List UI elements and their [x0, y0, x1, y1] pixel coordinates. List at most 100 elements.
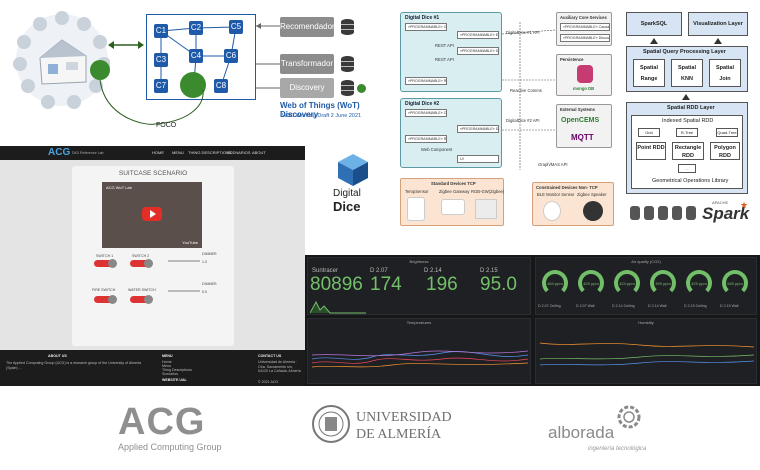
temperatures-title: Temperatures — [406, 320, 432, 325]
nav-thing-descriptions[interactable]: THING DESCRIPTIONS — [188, 150, 232, 155]
humidity-title: Humidity — [638, 320, 654, 325]
service-arrows — [256, 23, 280, 89]
footer-link-menu[interactable]: Menu — [162, 364, 171, 368]
cell-c7: C7 — [154, 79, 168, 93]
mongodb-label: mongo DB — [573, 86, 595, 91]
graph-api: Graph/MAS API — [538, 162, 568, 167]
standard-devices-box: Standard Devices TCP TempSensor Zigbee G… — [400, 178, 504, 226]
cons-zigbee-speaker: Zigbee Speaker — [577, 192, 607, 197]
aux-discovery: «PROGRAMMABLE» Discovery Service — [560, 34, 610, 42]
smart-home-illustration — [13, 11, 110, 109]
mqtt-logo: MQTT — [571, 133, 594, 142]
value-suntracer: 80896 — [310, 274, 363, 295]
gauge-5-label: D 2.15 Ceiling — [684, 304, 707, 308]
opencems-logo: OpenCEMS — [561, 117, 600, 124]
dimmer2-value: 0.0 — [202, 290, 207, 294]
site-brand-sub: DiGi Reference Lab — [72, 151, 104, 155]
data-storage-icons — [630, 206, 696, 220]
humidity-chart — [540, 342, 754, 366]
air-quality-panel: Air quality (CO2) 464 ppm 429 ppm 424 pp… — [535, 257, 757, 315]
quadtree-index: Quad-Tree — [716, 128, 738, 137]
gauge-6-label: D 2.15 Wall — [720, 304, 739, 308]
footer-link-things[interactable]: Thing Descriptions — [162, 368, 192, 372]
dimmer2-label: DIMMER — [202, 282, 217, 286]
switch2-label: SWITCH 2 — [132, 254, 150, 258]
site-brand[interactable]: ACG — [48, 147, 71, 158]
gauge-1 — [542, 270, 568, 296]
rdd-layer-title: Spatial RDD Layer — [667, 105, 715, 111]
footer-menu-title: MENU — [162, 354, 173, 358]
dd2-web-component: Web Component — [421, 147, 453, 152]
aux-core-services: Auxiliary Core Services «PROGRAMMABLE» C… — [556, 12, 612, 46]
digital-dice-1-box: Digital Dice #1 «PROGRAMMABLE» Controlle… — [400, 12, 502, 92]
std-temp-sensor: TempSensor — [405, 189, 429, 194]
dd2-api: DigitalDice #2 API — [506, 118, 540, 123]
indexed-rdd-title: Indexed Spatial RDD — [662, 118, 714, 124]
focus-node — [180, 72, 206, 98]
gauge-4-value: 399 ppm — [655, 281, 671, 286]
dimmer2-slider[interactable] — [168, 290, 200, 292]
air-quality-title: Air quality (CO2) — [631, 259, 661, 264]
up-arrow-icon — [650, 38, 658, 44]
gauge-2 — [578, 270, 604, 296]
nav-about[interactable]: ABOUT — [252, 150, 266, 155]
digital-dice-2-box: Digital Dice #2 «PROGRAMMABLE» Controlle… — [400, 98, 502, 168]
spatial-range-box: Spatial Range — [633, 59, 665, 87]
nav-menu[interactable]: MENU — [172, 150, 184, 155]
switch1-label: SWITCH 1 — [96, 254, 114, 258]
dd2-title: Digital Dice #2 — [405, 101, 440, 107]
youtube-logo[interactable]: YouTube — [182, 240, 198, 245]
footer-link-scenarios[interactable]: Scenarios — [162, 372, 178, 376]
cons-title: Constrained Devices Non- TCP — [536, 185, 598, 190]
gauge-3 — [614, 270, 640, 296]
temperatures-panel: Temperatures — [307, 318, 531, 384]
dd1-ws-label: REST API — [435, 57, 454, 62]
dd1-data-handler: «PROGRAMMABLE» DataHandler — [457, 47, 499, 55]
switch2-toggle[interactable] — [130, 259, 153, 268]
service-transformador: Transformador — [280, 54, 334, 74]
alborada-logo: alborada — [548, 423, 615, 442]
fire-switch-toggle[interactable] — [94, 295, 117, 304]
std-title: Standard Devices TCP — [431, 181, 476, 186]
sensor-d215-label: D 2.15 — [480, 268, 498, 274]
switch1-toggle[interactable] — [94, 259, 117, 268]
nav-scenarios[interactable]: SCENARIOS — [227, 150, 251, 155]
up-arrow-icon — [714, 38, 722, 44]
digital-dice-logo-icon — [338, 154, 368, 186]
dimmer1-slider[interactable] — [168, 260, 200, 262]
brightness-panel: Brightness Suntracer D 2.07 D 2.14 D 2.1… — [307, 257, 531, 315]
brightness-title: Brightness — [409, 259, 429, 264]
home-focus-dot — [90, 60, 110, 80]
dd1-controller: «PROGRAMMABLE» Controller — [405, 23, 447, 31]
mongodb-icon — [577, 65, 593, 83]
cell-c4: C4 — [189, 49, 203, 63]
dd1-event-handler: «PROGRAMMABLE» EventHandler — [457, 31, 499, 39]
database-icon — [341, 56, 354, 72]
wot-panel: C1 C2 C5 C3 C4 C6 C7 C8 FOCO Recomendado… — [0, 0, 390, 140]
video-player[interactable]: ACG WoT Lab YouTube — [102, 182, 202, 248]
cell-c2: C2 — [189, 21, 203, 35]
sensor-suntracer-label: Suntracer — [312, 268, 339, 274]
sensor-d207-label: D 2.07 — [370, 268, 388, 274]
gauge-2-value: 429 ppm — [583, 281, 599, 286]
site-footer: ABOUT US The Applied Computing Group (AC… — [0, 350, 305, 386]
grid-index: Grid — [638, 128, 660, 137]
footer-link-home[interactable]: Home — [162, 360, 172, 364]
play-button[interactable] — [142, 207, 162, 221]
database-icon — [341, 19, 354, 35]
website-screenshot: ACG DiGi Reference Lab HOME MENU THING D… — [0, 146, 305, 386]
reactive-comms: Reactive Comms — [510, 88, 542, 93]
spatial-join-box: Spatial Join — [709, 59, 741, 87]
play-icon — [150, 210, 156, 218]
external-title: External Systems — [560, 107, 595, 112]
persistence-box: Persistence mongo DB — [556, 54, 612, 96]
nav-home[interactable]: HOME — [152, 150, 164, 155]
water-switch-toggle[interactable] — [130, 295, 153, 304]
cell-c5: C5 — [229, 20, 243, 34]
footer-website[interactable]: WEBSITE UAL — [162, 378, 187, 382]
footer-contact-title: CONTACT US — [258, 354, 282, 358]
constrained-devices-box: Constrained Devices Non- TCP BLE Monitor… — [532, 182, 614, 226]
digital-dice-logo-line2: Dice — [333, 199, 361, 214]
speaker-icon — [583, 201, 603, 221]
focus-label: FOCO — [156, 122, 177, 129]
